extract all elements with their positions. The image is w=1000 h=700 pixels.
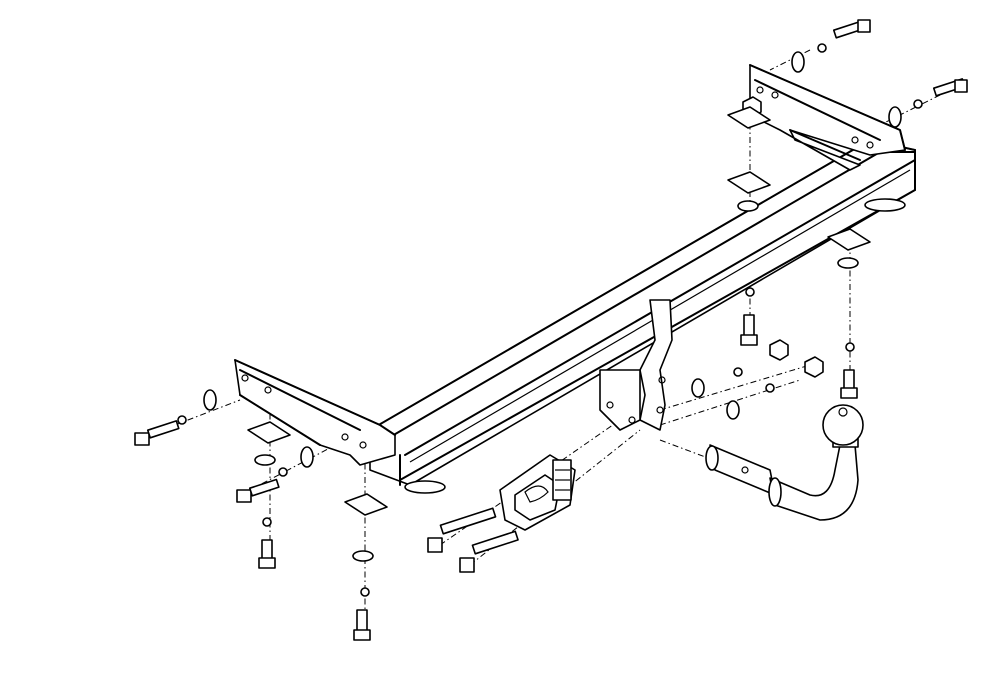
bolt-vertical-far-right xyxy=(840,369,858,399)
washers xyxy=(203,51,902,562)
electrical-socket-plate xyxy=(499,454,576,531)
mounting-bolts xyxy=(134,19,968,641)
bolt-vertical-left xyxy=(258,539,276,569)
bolt-vertical-right xyxy=(740,314,758,346)
bolt-top-right xyxy=(832,19,871,39)
bolt-left-mid xyxy=(236,478,280,503)
center-mount-plate xyxy=(599,299,673,431)
bolt-far-right xyxy=(932,78,968,97)
bolt-left-side xyxy=(134,420,180,446)
bolt-socket-lower xyxy=(459,530,519,573)
bolt-socket-upper xyxy=(427,507,497,553)
left-side-bracket xyxy=(234,359,396,466)
bolt-vertical-center xyxy=(353,609,371,641)
detachable-tow-ball-neck xyxy=(705,404,864,521)
nuts xyxy=(177,43,923,597)
square-spacer-plates xyxy=(247,106,871,516)
